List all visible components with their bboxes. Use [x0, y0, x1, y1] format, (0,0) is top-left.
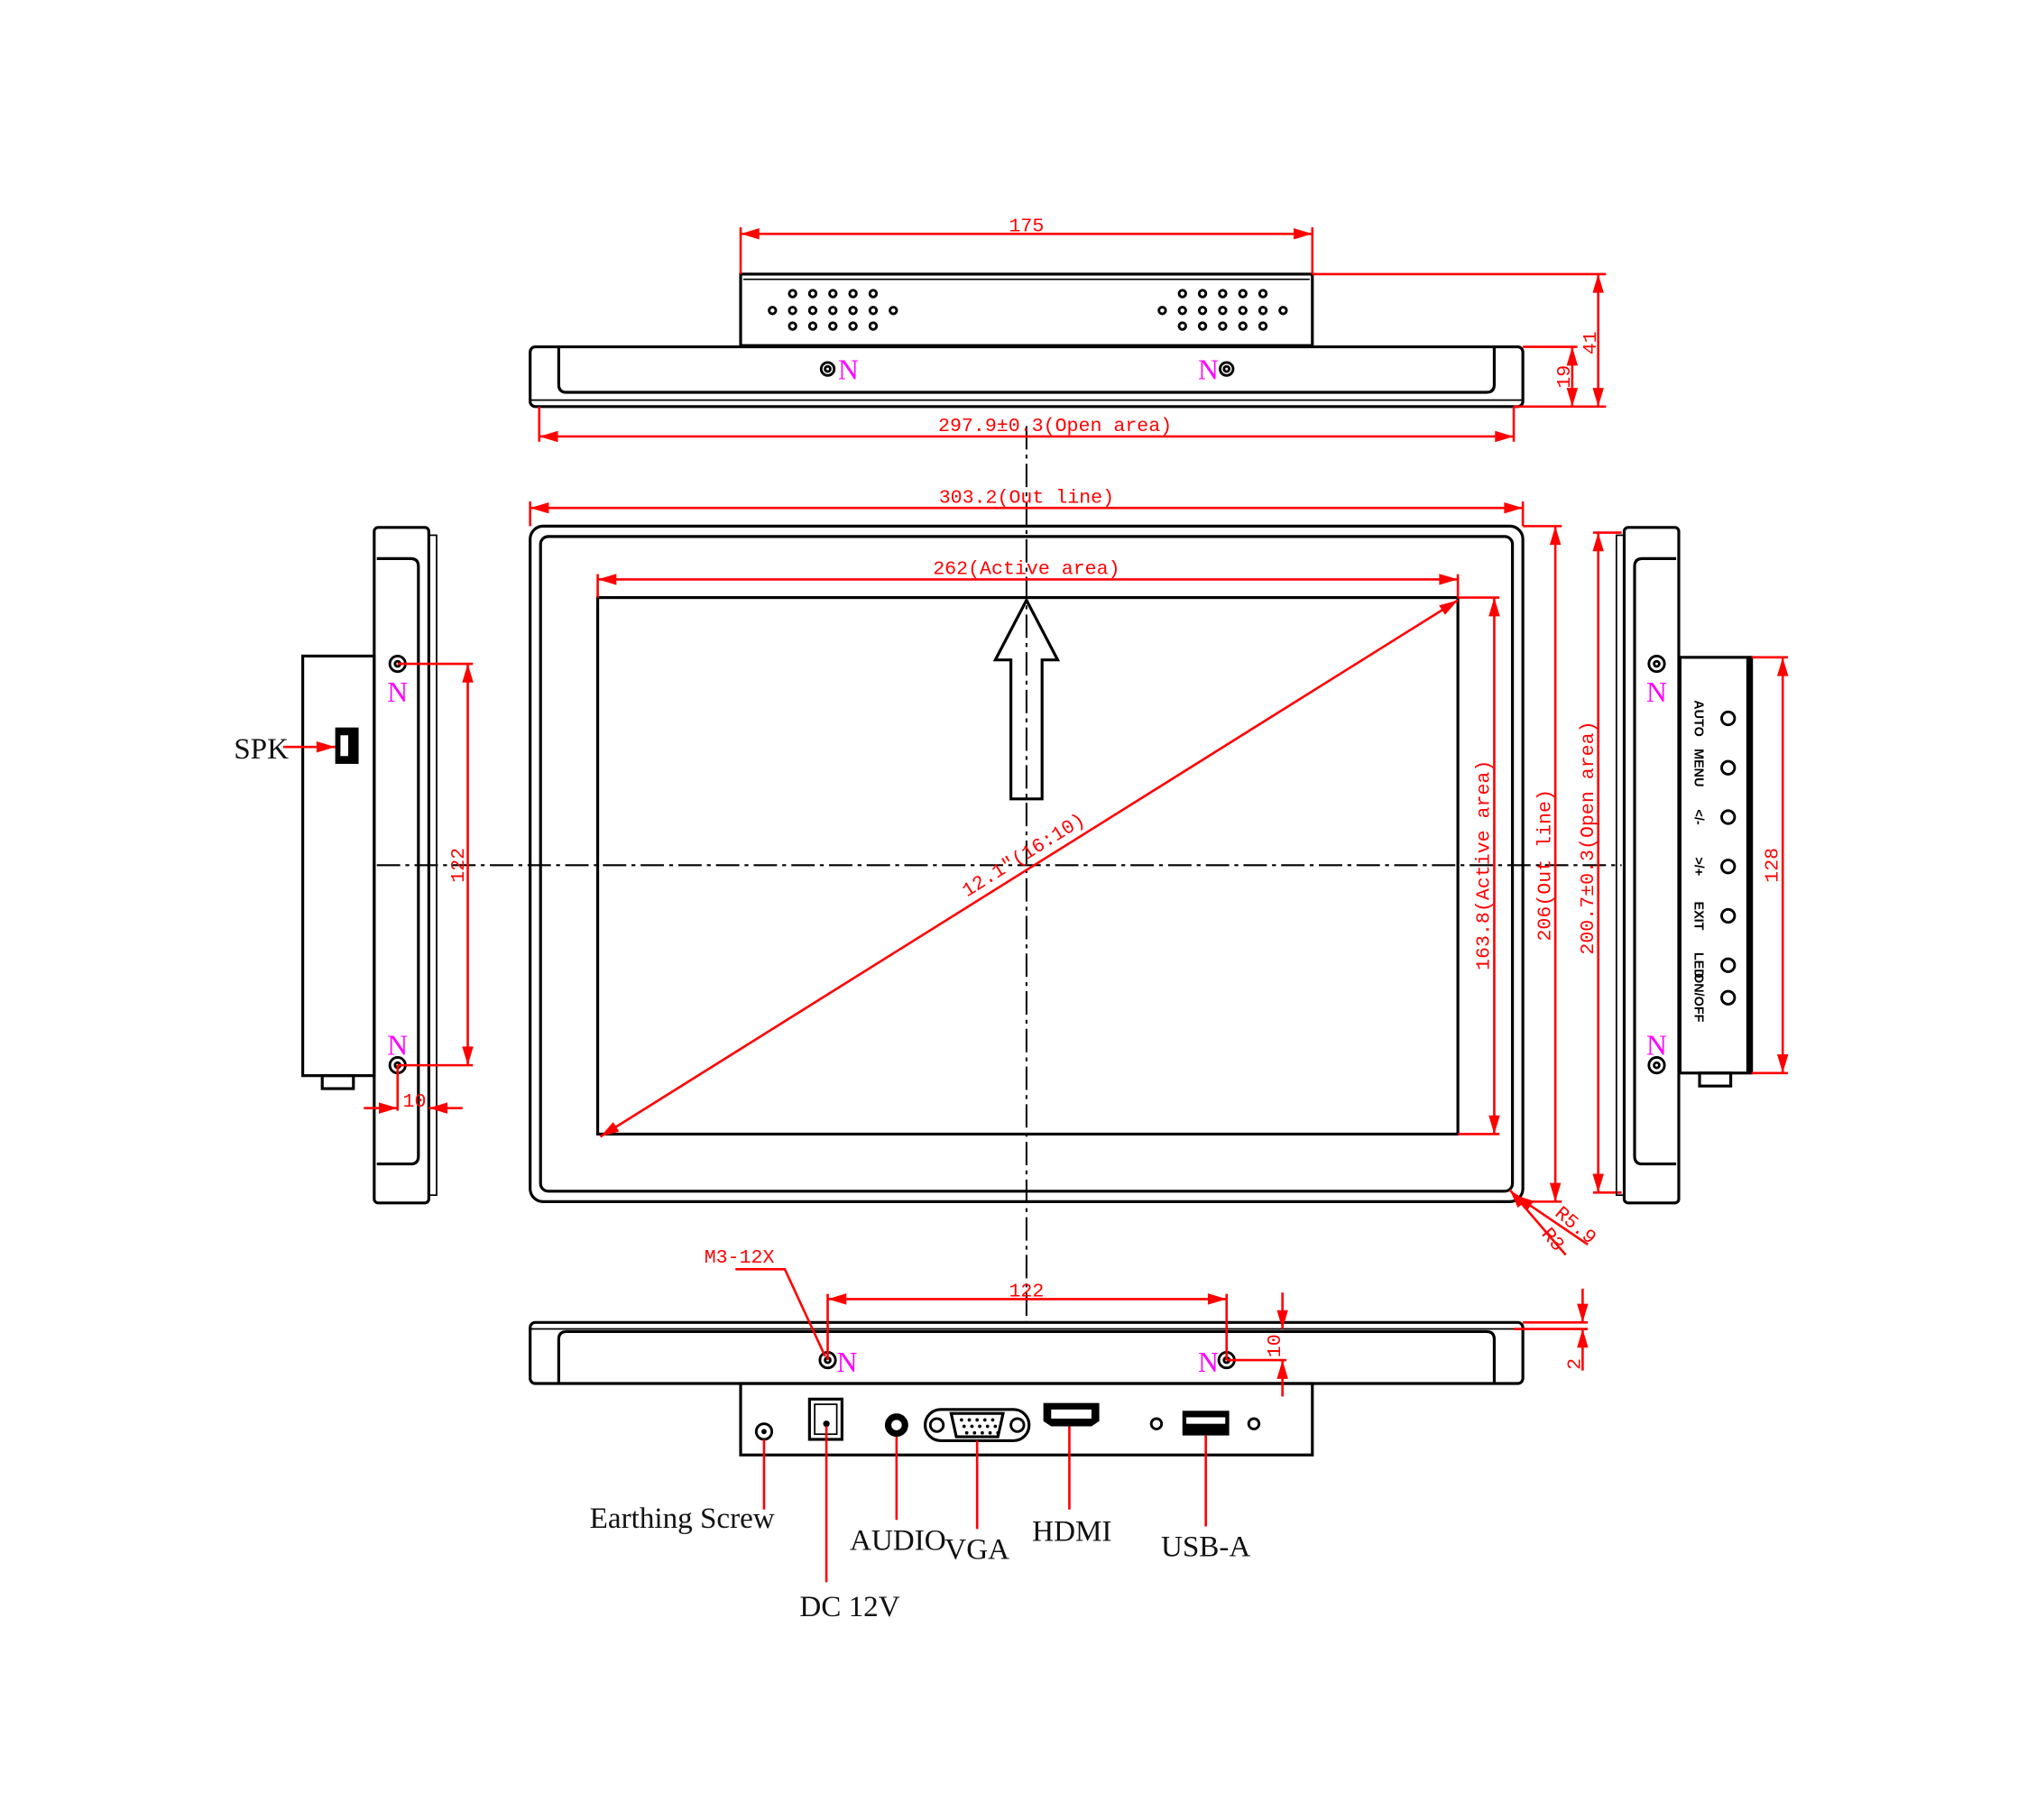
osd-button[interactable]: [1720, 759, 1737, 776]
dim-active-width: 262(Active area): [933, 559, 1119, 581]
osd-button[interactable]: [1720, 809, 1737, 825]
dim-total-depth: 41: [1580, 331, 1602, 354]
speaker-hole: [1177, 306, 1187, 316]
dim-screw-spacing: 122: [448, 848, 470, 883]
screw-mark: N: [387, 676, 408, 708]
screw-mark: N: [1198, 1347, 1219, 1378]
osd-button[interactable]: [1720, 957, 1737, 973]
diagonal-line: [599, 599, 1459, 1138]
speaker-hole: [1238, 306, 1248, 316]
speaker-hole: [1238, 321, 1248, 331]
speaker-hole: [1238, 289, 1248, 299]
speaker-hole: [1278, 306, 1288, 316]
speaker-hole: [1197, 289, 1208, 299]
screw-mark: N: [1646, 676, 1667, 708]
speaker-hole: [1157, 306, 1167, 316]
speaker-hole: [1218, 289, 1228, 299]
speaker-hole: [828, 289, 838, 299]
speaker-hole: [848, 306, 858, 316]
speaker-hole: [828, 306, 838, 316]
speaker-hole: [768, 306, 778, 316]
dim-back-width: 175: [1009, 216, 1044, 237]
usb-a-label: USB-A: [1161, 1530, 1250, 1564]
audio-label: AUDIO: [850, 1523, 946, 1557]
speaker-hole: [807, 289, 818, 299]
speaker-hole: [1258, 306, 1268, 316]
screw-mark: N: [1198, 354, 1219, 386]
speaker-grille-right: [1157, 289, 1288, 331]
speaker-label: SPK: [234, 732, 289, 766]
osd-button-label: AUTO: [1691, 700, 1705, 737]
osd-button[interactable]: [1720, 989, 1737, 1006]
screw-mark: N: [838, 354, 859, 386]
hdmi-port: [1043, 1402, 1100, 1427]
dim-active-height: 163.8(Active area): [1474, 760, 1496, 970]
dim-bezel-step: 2: [1565, 1358, 1587, 1370]
dim-outline-height: 206(Out line): [1534, 789, 1556, 941]
speaker-hole: [1177, 321, 1187, 331]
screw-mark: N: [387, 1030, 408, 1062]
earthing-screw-label: Earthing Screw: [590, 1502, 775, 1535]
speaker-hole: [807, 321, 818, 331]
speaker-hole: [1258, 289, 1268, 299]
screw-mark: N: [837, 1347, 858, 1378]
speaker-hole: [788, 289, 797, 299]
speaker-hole: [788, 321, 797, 331]
dim-open-width: 297.9±0.3(Open area): [938, 416, 1172, 437]
dim-outline-width: 303.2(Out line): [939, 487, 1114, 509]
speaker-hole: [1197, 321, 1208, 331]
earthing-screw-port: [754, 1422, 774, 1441]
screw-spec-label: M3-12X: [705, 1247, 775, 1269]
dim-diagonal: 12.1"(16:10): [959, 810, 1090, 903]
speaker-hole: [828, 321, 838, 331]
osd-button-label: >/+: [1691, 857, 1705, 876]
speaker-hole: [1218, 306, 1228, 316]
dc-12v-label: DC 12V: [799, 1590, 899, 1623]
vga-port: [923, 1408, 1031, 1442]
speaker-hole: [848, 321, 858, 331]
dim-bezel-depth: 19: [1554, 365, 1576, 389]
speaker-hole: [848, 289, 858, 299]
speaker-hole: [1197, 306, 1208, 316]
osd-button-label: ON/OFF: [1691, 973, 1705, 1023]
left-side-view: SPK N N 122 10: [234, 526, 474, 1205]
front-view: 12.1"(16:10) 303.2(Out line) 262(Active …: [529, 487, 1622, 1256]
speaker-hole: [889, 306, 898, 316]
speaker-hole: [868, 306, 879, 316]
vga-label: VGA: [944, 1532, 1009, 1566]
osd-button-label: EXIT: [1691, 901, 1705, 930]
speaker-hole: [1218, 321, 1228, 331]
dim-buttons-span: 128: [1762, 848, 1783, 883]
speaker-hole: [1258, 321, 1268, 331]
dim-screw-spacing: 122: [1009, 1282, 1044, 1303]
usb-a-port: [1182, 1411, 1230, 1436]
dim-open-height: 200.7±0.3(Open area): [1578, 721, 1599, 954]
screw-hole: [819, 361, 836, 377]
osd-button[interactable]: [1720, 859, 1737, 875]
osd-button-label: MENU: [1691, 749, 1705, 786]
bottom-view: N N 122 M3-12X 10 2: [529, 1247, 1589, 1623]
top-view: N N 175 41 19 297.9±0.3(Open area): [529, 216, 1607, 443]
audio-jack: [884, 1413, 908, 1438]
dim-screw-offset: 10: [1265, 1334, 1286, 1357]
speaker-hole: [788, 306, 797, 316]
speaker-grille-left: [768, 289, 898, 331]
screw-hole: [1219, 361, 1235, 377]
dim-screw-offset: 10: [403, 1091, 427, 1113]
osd-button[interactable]: [1720, 710, 1737, 727]
speaker-hole: [1177, 289, 1187, 299]
osd-button-label: </-: [1691, 809, 1705, 824]
osd-button[interactable]: [1720, 907, 1737, 924]
osd-button-label: LED: [1691, 952, 1705, 979]
speaker-hole: [807, 306, 818, 316]
speaker-hole: [868, 289, 879, 299]
screw-mark: N: [1646, 1030, 1667, 1062]
speaker-hole: [868, 321, 879, 331]
hdmi-label: HDMI: [1032, 1514, 1111, 1548]
